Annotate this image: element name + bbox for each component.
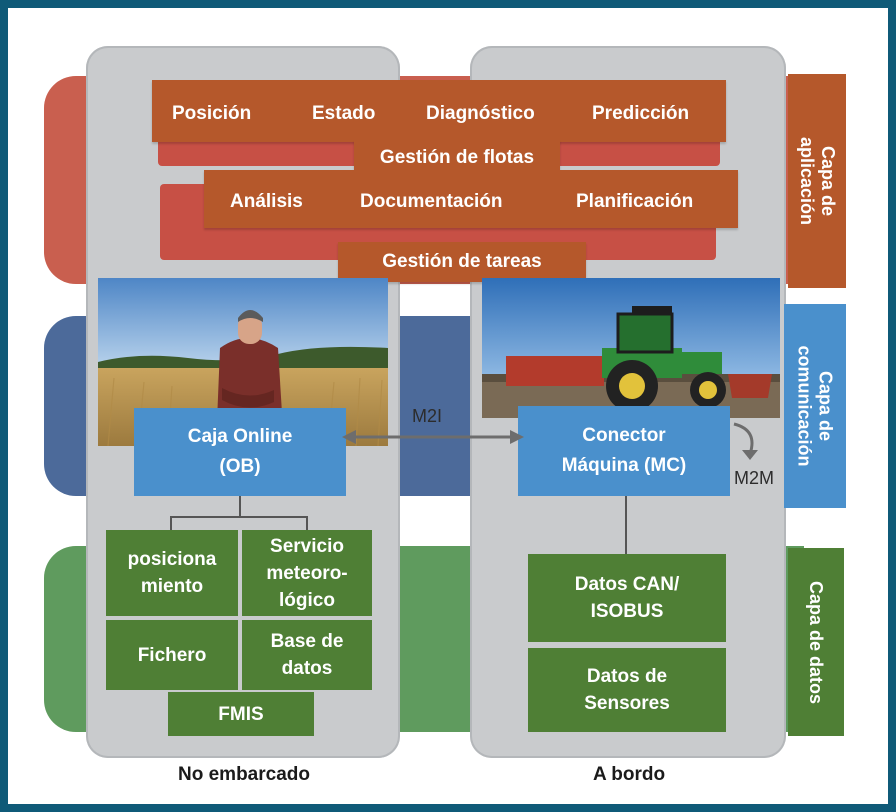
- online-box: Caja Online (OB): [134, 408, 346, 496]
- position-label: Posición: [172, 103, 252, 124]
- state-label: Estado: [312, 103, 376, 124]
- fmis-label: FMIS: [218, 703, 264, 725]
- communication-layer-label: Capa de comunicación: [784, 304, 846, 508]
- communication-layer-label-line1: Capa de: [816, 370, 836, 442]
- mc-connector-vertical: [625, 496, 627, 554]
- m2m-label: M2M: [734, 468, 774, 488]
- data-layer-label-text: Capa de datos: [806, 580, 827, 704]
- weather-line1: Servicio: [270, 535, 344, 557]
- can-line1: Datos CAN/: [574, 574, 680, 595]
- ob-connector-right: [306, 516, 308, 530]
- tractor-photo: [482, 278, 780, 418]
- sensor-data-box: Datos de Sensores: [528, 648, 726, 732]
- database-box: Base de datos: [242, 620, 372, 690]
- task-management-title: Gestión de tareas: [338, 242, 586, 282]
- off-board-label: No embarcado: [178, 764, 310, 785]
- ob-connector-left: [170, 516, 172, 530]
- m2i-arrow: [342, 430, 524, 444]
- sensor-line2: Sensores: [584, 693, 670, 714]
- data-layer-label: Capa de datos: [788, 548, 844, 736]
- communication-layer-label-line2: comunicación: [795, 345, 815, 467]
- planning-label: Planificación: [576, 191, 694, 212]
- weather-line2: meteoro-: [266, 562, 348, 584]
- on-board-label: A bordo: [592, 764, 666, 785]
- application-layer-label: Capa de aplicación: [788, 74, 846, 288]
- machine-connector-line2: Máquina (MC): [561, 455, 687, 476]
- machine-connector-box: Conector Máquina (MC): [518, 406, 730, 496]
- application-layer-label-line1: Capa de: [818, 145, 838, 217]
- fmis-box: FMIS: [168, 692, 314, 736]
- positioning-line1: posiciona: [127, 549, 217, 570]
- m2i-label: M2I: [412, 406, 443, 426]
- positioning-line2: miento: [140, 576, 204, 597]
- analysis-label: Análisis: [230, 191, 303, 212]
- file-box: Fichero: [106, 620, 238, 690]
- weather-line3: lógico: [279, 589, 335, 611]
- can-isobus-box: Datos CAN/ ISOBUS: [528, 554, 726, 642]
- prediction-label: Predicción: [592, 103, 690, 124]
- positioning-box: posiciona miento: [106, 530, 238, 616]
- documentation-label: Documentación: [360, 191, 503, 212]
- diagnostic-label: Diagnóstico: [426, 103, 535, 124]
- application-layer-label-line2: aplicación: [797, 136, 817, 226]
- m2m-arrow: [733, 422, 758, 460]
- task-management-box: [204, 170, 738, 228]
- machine-connector-line1: Conector: [582, 425, 666, 446]
- file-label: Fichero: [137, 644, 207, 666]
- ob-connector-horizontal: [170, 516, 308, 518]
- sensor-line1: Datos de: [586, 666, 668, 687]
- can-line2: ISOBUS: [590, 601, 664, 622]
- ob-connector-vertical: [239, 496, 241, 518]
- online-box-line1: Caja Online: [187, 426, 293, 447]
- weather-service-box: Servicio meteoro- lógico: [242, 530, 372, 616]
- database-line2: datos: [281, 658, 333, 679]
- online-box-line2: (OB): [219, 456, 261, 477]
- fleet-management-box: [152, 80, 726, 142]
- diagram-frame: Posición Estado Diagnóstico Predicción G…: [8, 8, 888, 804]
- database-line1: Base de: [270, 631, 344, 652]
